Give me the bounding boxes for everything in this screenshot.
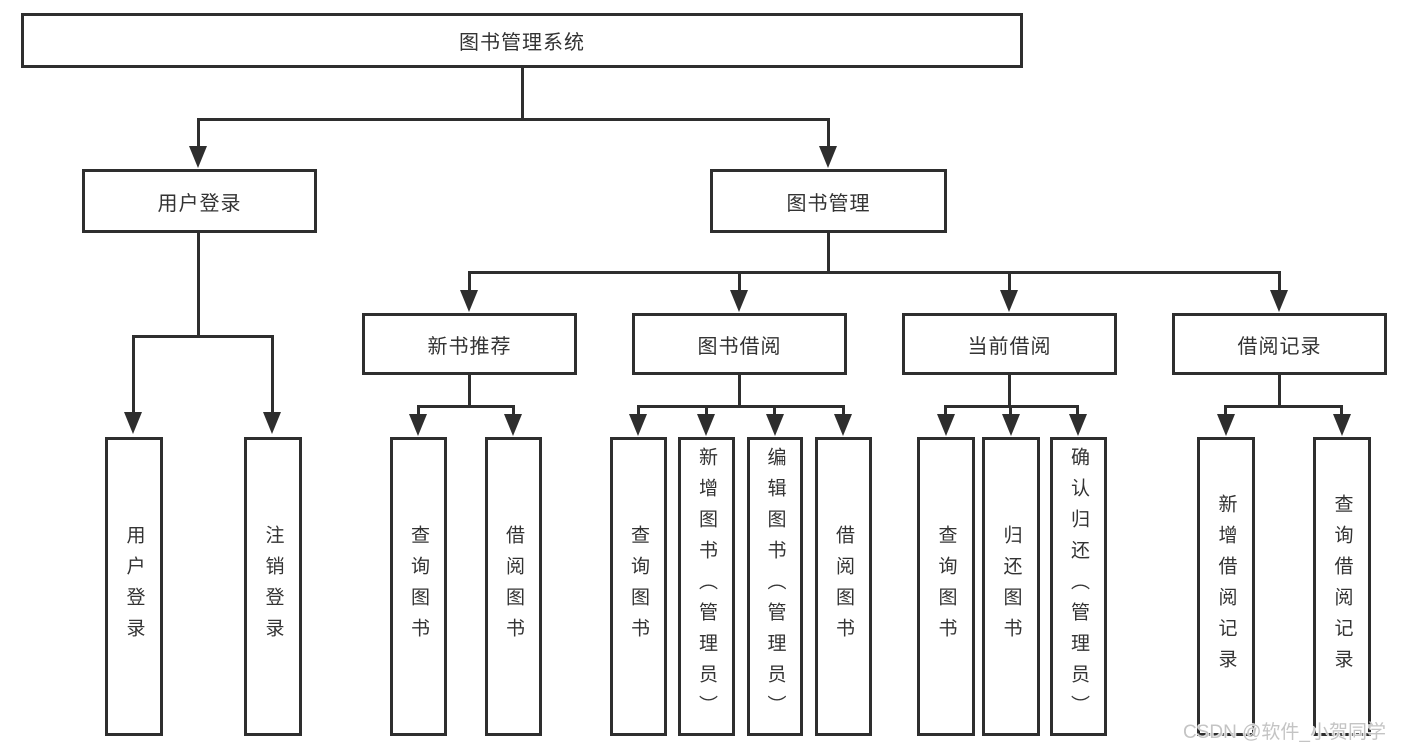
leaf-query-books-recommend: 查询图书 — [390, 437, 447, 736]
connector-line — [132, 335, 274, 338]
node-label: 图书管理 — [786, 192, 871, 215]
connector-line — [417, 405, 420, 417]
node-label: 借阅记录 — [1237, 335, 1322, 358]
leaf-return-books: 归还图书 — [982, 437, 1040, 736]
connector-line — [512, 405, 515, 417]
node-label: 图书借阅 — [697, 335, 782, 358]
arrow-down-icon — [834, 414, 852, 436]
arrow-down-icon — [629, 414, 647, 436]
leaf-borrow-books-recommend: 借阅图书 — [485, 437, 542, 736]
arrow-down-icon — [460, 290, 478, 312]
connector-line — [637, 405, 845, 408]
connector-line — [521, 68, 524, 118]
leaf-label: 查询借阅记录 — [1331, 493, 1353, 680]
arrow-down-icon — [409, 414, 427, 436]
leaf-label: 归还图书 — [1000, 524, 1022, 649]
node-label: 当前借阅 — [967, 335, 1052, 358]
arrow-down-icon — [819, 146, 837, 168]
node-label: 新书推荐 — [427, 335, 512, 358]
leaf-label: 用户登录 — [123, 524, 145, 649]
leaf-borrow-books-borrowing: 借阅图书 — [815, 437, 872, 736]
connector-line — [738, 271, 741, 292]
leaf-query-books-borrowing: 查询图书 — [610, 437, 667, 736]
leaf-label: 确认归还（管理员） — [1068, 447, 1089, 726]
connector-line — [197, 118, 200, 148]
leaf-label: 新增借阅记录 — [1215, 493, 1237, 680]
leaf-label: 新增图书（管理员） — [696, 447, 717, 726]
connector-line — [1340, 405, 1343, 417]
leaf-label: 查询图书 — [935, 524, 957, 649]
connector-line — [1278, 271, 1281, 292]
node-book-management: 图书管理 — [710, 169, 947, 233]
node-new-book-recommendation: 新书推荐 — [362, 313, 577, 375]
connector-line — [705, 405, 708, 417]
leaf-edit-books-admin: 编辑图书（管理员） — [747, 437, 803, 736]
node-borrowing-records: 借阅记录 — [1172, 313, 1387, 375]
leaf-label: 注销登录 — [262, 524, 284, 649]
node-current-borrowing: 当前借阅 — [902, 313, 1117, 375]
connector-line — [773, 405, 776, 417]
arrow-down-icon — [1000, 290, 1018, 312]
leaf-query-books-current: 查询图书 — [917, 437, 975, 736]
arrow-down-icon — [1270, 290, 1288, 312]
arrow-down-icon — [766, 414, 784, 436]
leaf-label: 借阅图书 — [503, 524, 524, 649]
arrow-down-icon — [730, 290, 748, 312]
connector-line — [1225, 405, 1343, 408]
leaf-label: 编辑图书（管理员） — [764, 447, 786, 726]
connector-line — [468, 271, 471, 292]
csdn-watermark: CSDN @软件_小贺同学 — [1183, 722, 1386, 743]
leaf-add-borrow-record: 新增借阅记录 — [1197, 437, 1255, 736]
leaf-user-login: 用户登录 — [105, 437, 163, 736]
leaf-logout: 注销登录 — [244, 437, 302, 736]
node-user-login: 用户登录 — [82, 169, 317, 233]
leaf-label: 查询图书 — [628, 524, 649, 649]
node-library-system: 图书管理系统 — [21, 13, 1023, 68]
node-label: 图书管理系统 — [459, 32, 585, 54]
connector-line — [1076, 405, 1079, 417]
connector-line — [468, 375, 471, 408]
arrow-down-icon — [1002, 414, 1020, 436]
arrow-down-icon — [1333, 414, 1351, 436]
leaf-label: 借阅图书 — [833, 524, 854, 649]
connector-line — [738, 375, 741, 408]
connector-line — [197, 118, 830, 121]
connector-line — [637, 405, 640, 417]
connector-line — [944, 405, 947, 417]
connector-line — [1008, 271, 1011, 292]
arrow-down-icon — [189, 146, 207, 168]
leaf-label: 查询图书 — [408, 524, 429, 649]
arrow-down-icon — [124, 412, 142, 434]
arrow-down-icon — [1069, 414, 1087, 436]
connector-line — [468, 271, 1281, 274]
arrow-down-icon — [697, 414, 715, 436]
connector-line — [1278, 375, 1281, 408]
connector-line — [132, 335, 135, 414]
leaf-confirm-return-admin: 确认归还（管理员） — [1050, 437, 1107, 736]
leaf-query-borrow-record: 查询借阅记录 — [1313, 437, 1371, 736]
node-label: 用户登录 — [157, 192, 242, 215]
connector-line — [1009, 405, 1012, 417]
arrow-down-icon — [263, 412, 281, 434]
arrow-down-icon — [1217, 414, 1235, 436]
arrow-down-icon — [937, 414, 955, 436]
connector-line — [827, 233, 830, 274]
arrow-down-icon — [504, 414, 522, 436]
connector-line — [1224, 405, 1227, 417]
connector-line — [197, 233, 200, 335]
connector-line — [271, 335, 274, 414]
connector-line — [1008, 375, 1011, 408]
connector-line — [827, 118, 830, 148]
node-book-borrowing: 图书借阅 — [632, 313, 847, 375]
connector-line — [417, 405, 515, 408]
connector-line — [842, 405, 845, 417]
leaf-add-books-admin: 新增图书（管理员） — [678, 437, 735, 736]
